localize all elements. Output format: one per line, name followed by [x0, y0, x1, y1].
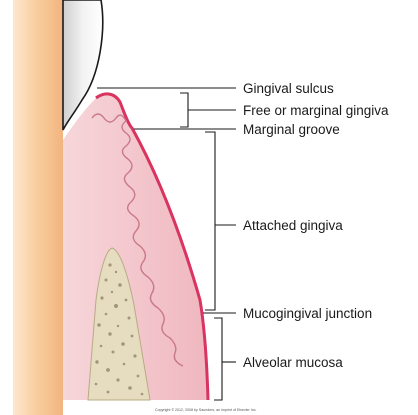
label-mucogingival-junction: Mucogingival junction — [243, 306, 372, 321]
label-free-marginal-gingiva: Free or marginal gingiva — [243, 103, 389, 118]
label-attached-gingiva: Attached gingiva — [243, 218, 343, 233]
bracket-attached-gingiva — [205, 132, 215, 310]
bracket-alveolar-mucosa — [214, 318, 222, 400]
label-gingival-sulcus: Gingival sulcus — [243, 81, 334, 96]
tooth-root — [13, 0, 63, 415]
copyright-notice: Copyright © 2012, 2008 by Saunders, an i… — [155, 408, 257, 412]
bracket-free-gingiva — [180, 93, 188, 127]
label-alveolar-mucosa: Alveolar mucosa — [243, 355, 343, 370]
label-marginal-groove: Marginal groove — [243, 122, 340, 137]
